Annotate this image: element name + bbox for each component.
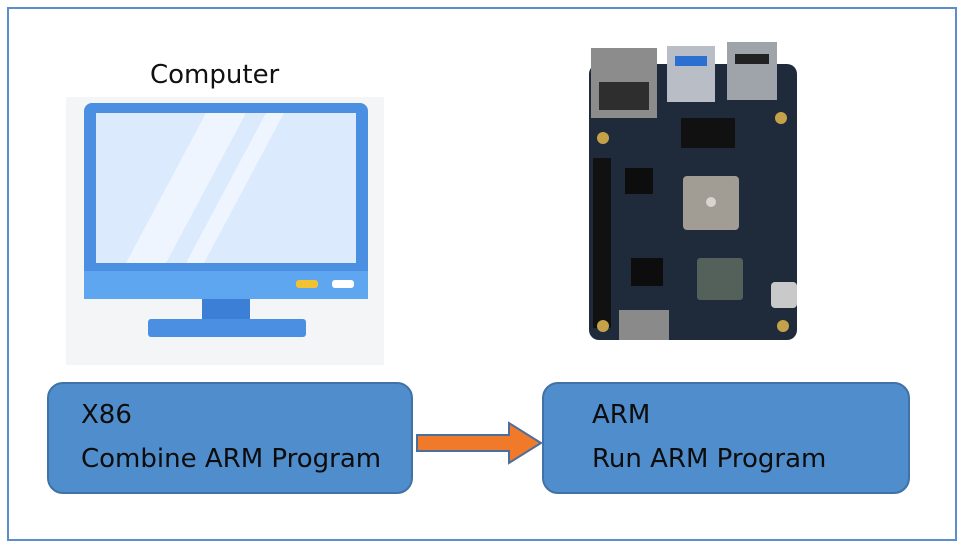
computer-label: Computer: [150, 60, 280, 90]
arrow-shape: [416, 421, 543, 465]
usb-blue-tongue: [675, 56, 707, 66]
mount-hole: [597, 132, 609, 144]
mount-hole: [597, 320, 609, 332]
small-chip: [631, 258, 663, 286]
monitor-indicator-white: [332, 280, 354, 288]
x86-title: X86: [81, 400, 132, 430]
memory-chip: [681, 118, 735, 148]
usb-port-blue: [667, 46, 715, 102]
arm-box: ARM Run ARM Program: [542, 382, 910, 494]
monitor-indicator-yellow: [296, 280, 318, 288]
hdmi-port: [619, 310, 669, 340]
board-svg: [589, 42, 797, 340]
x86-box: X86 Combine ARM Program: [47, 382, 413, 494]
usb-c-port: [771, 282, 797, 308]
arm-subtitle: Run ARM Program: [592, 444, 827, 474]
wifi-module: [697, 258, 743, 300]
small-chip-2: [625, 168, 653, 194]
usb-black-tongue: [735, 54, 769, 64]
mount-hole: [777, 320, 789, 332]
diagram-frame: [7, 7, 957, 541]
computer-monitor-icon: [66, 97, 384, 365]
monitor-chin: [84, 271, 368, 299]
gpio-header: [593, 158, 611, 328]
arrow-svg: [416, 421, 543, 465]
mount-hole: [775, 112, 787, 124]
monitor-base: [148, 319, 306, 337]
arm-development-board-image: [585, 38, 803, 343]
usb-port-black: [727, 42, 777, 100]
screen-glare-1: [126, 113, 246, 263]
x86-subtitle: Combine ARM Program: [81, 444, 382, 474]
monitor-svg: [84, 103, 368, 337]
ethernet-jack: [599, 82, 649, 110]
screen-glare-2: [186, 113, 284, 263]
soc-logo: [706, 197, 716, 207]
right-arrow-icon: [413, 420, 545, 466]
arm-title: ARM: [592, 400, 651, 430]
